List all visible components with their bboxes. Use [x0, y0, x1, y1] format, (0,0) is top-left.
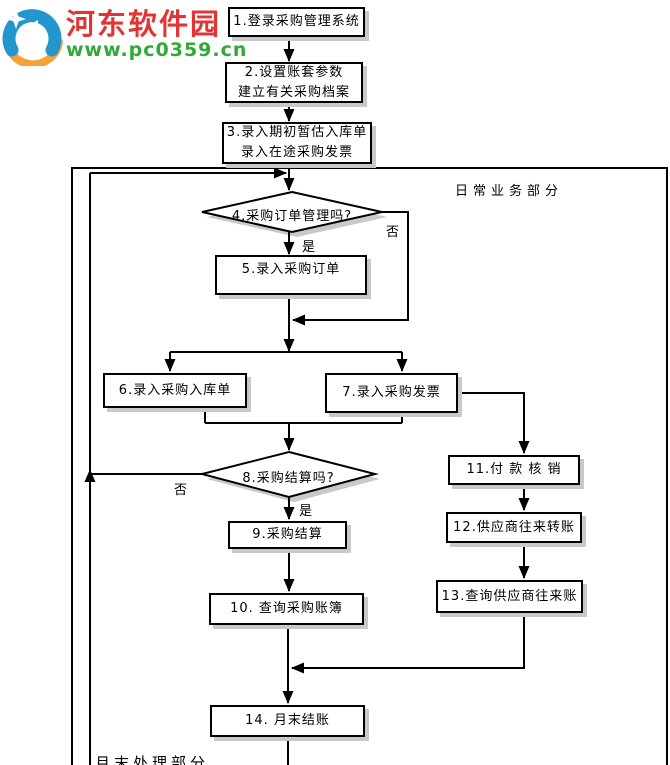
node-step1: 1.登录采购管理系统 — [228, 7, 365, 37]
star-icon — [6, 9, 26, 29]
bottom-section-title: 月末处理部分 — [95, 754, 210, 765]
daily-section-title: 日常业务部分 — [455, 184, 564, 199]
decision4-yes-label: 是 — [302, 240, 316, 255]
node-step3-line1: 3.录入期初暂估入库单 — [226, 125, 368, 140]
node-step14: 14. 月末结账 — [210, 705, 365, 737]
decision8-label: 8.采购结算吗? — [242, 471, 335, 486]
node-step10: 10. 查询采购账簿 — [209, 593, 364, 625]
flow-edges — [84, 37, 530, 765]
node-step2-line2: 建立有关采购档案 — [237, 84, 350, 100]
node-step5: 5.录入采购订单 — [215, 255, 367, 295]
decision8-yes-label: 是 — [299, 504, 313, 519]
site-url: www.pc0359.cn — [66, 39, 248, 61]
site-logo-icon — [2, 9, 63, 66]
flag-icon — [28, 20, 38, 38]
node-step13: 13.查询供应商往来账 — [436, 580, 583, 613]
decision4-no-label: 否 — [386, 225, 400, 240]
node-step3: 3.录入期初暂估入库单 录入在途采购发票 — [222, 122, 372, 164]
node-step12: 12.供应商往来转账 — [446, 512, 582, 543]
node-step6: 6.录入采购入库单 — [103, 373, 247, 408]
daily-section-box — [71, 167, 668, 765]
decision4-label: 4.采购订单管理吗? — [231, 209, 353, 224]
decision8-no-label: 否 — [174, 483, 188, 498]
decision4-diamond — [201, 190, 383, 234]
site-name: 河东软件园 — [66, 7, 222, 41]
node-step7: 7.录入采购发票 — [325, 373, 458, 413]
node-step3-line2: 录入在途采购发票 — [240, 145, 353, 160]
node-step2-line1: 2.设置账套参数 — [244, 64, 344, 80]
node-step9: 9.采购结算 — [228, 521, 347, 549]
node-step2: 2.设置账套参数 建立有关采购档案 — [225, 62, 363, 103]
site-watermark: 河东软件园 www.pc0359.cn — [2, 8, 247, 66]
node-step11: 11.付 款 核 销 — [448, 455, 580, 485]
